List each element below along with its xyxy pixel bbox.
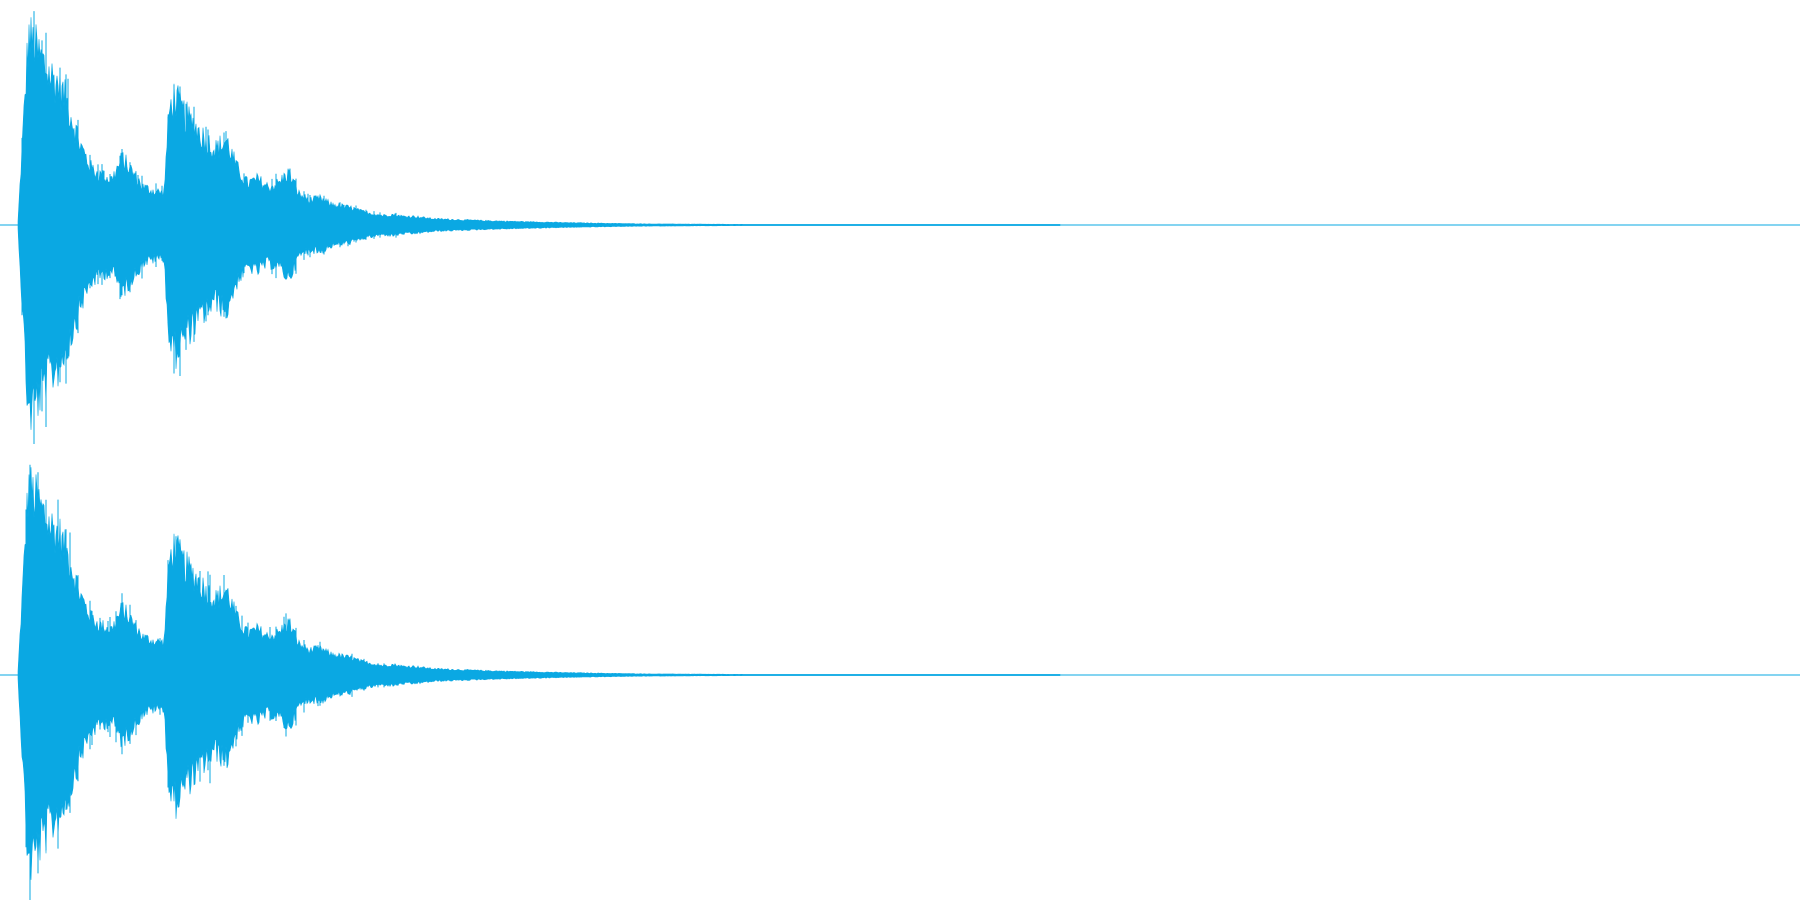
right-channel-waveform bbox=[0, 464, 1800, 900]
left-channel-waveform bbox=[0, 11, 1800, 444]
waveform-shape bbox=[17, 467, 1061, 880]
